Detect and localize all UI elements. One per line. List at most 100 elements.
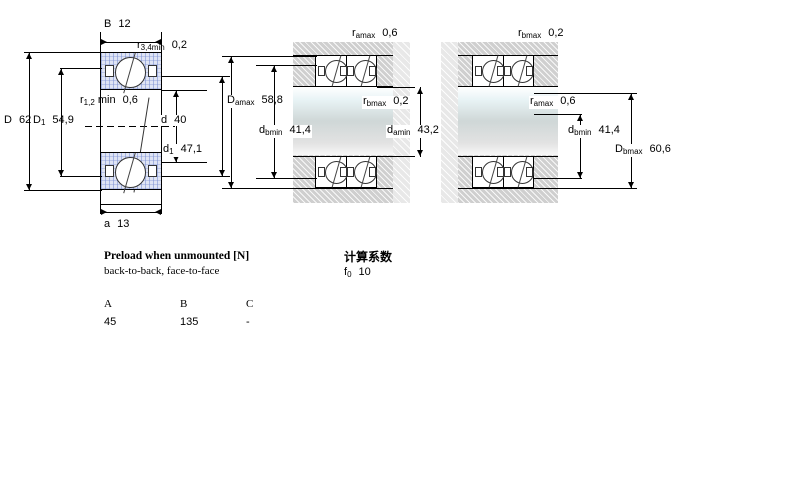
housing-edge-l2-f3 <box>458 188 558 189</box>
cage-d-r1-f2 <box>347 167 354 177</box>
dim-Damax-arrow-bottom-f2 <box>228 182 234 188</box>
dim-dbmin-arrow-top-f3 <box>577 115 583 121</box>
dim-d-arrow-top <box>173 91 179 97</box>
cage-u-r2-f2 <box>369 66 376 76</box>
bearing-ball-lower <box>115 157 146 188</box>
dim-symbol-B: B <box>104 18 112 30</box>
dim-sub-damin-f2: amin <box>393 128 411 137</box>
dim-value-d: 40 <box>174 114 187 126</box>
dim-sub-dbmin-f2: bmin <box>265 128 283 137</box>
dim-value-r34min: 0,2 <box>171 39 187 51</box>
dim-damin-arrow-top-f2 <box>417 88 423 94</box>
dim-value-dbmin-f2: 41,4 <box>289 124 311 136</box>
cage-u-r1-f2 <box>347 66 354 76</box>
dim-a-ext-right <box>161 200 162 214</box>
dim-damin-ext-top-f2 <box>377 87 415 88</box>
cage-d-r2-f2 <box>369 167 376 177</box>
dim-symbol-rbmax-f2: r <box>363 95 367 107</box>
dim-B-ext-left <box>100 32 101 54</box>
dim-symbol-dbmin-f3: d <box>568 124 575 136</box>
dim-a-arrow-right <box>155 209 161 215</box>
dim-symbol-ramax-f2: r <box>352 27 356 39</box>
dim-value-r12min: 0,6 <box>122 94 138 106</box>
housing-edge-l2-f2 <box>293 188 393 189</box>
dim-sub-ramax-f2: amax <box>355 31 376 40</box>
dim-value-D: 62 <box>18 114 32 126</box>
preload-title: Preload when unmounted [N] <box>104 250 250 262</box>
dim-d1-line <box>222 76 223 177</box>
dim-sub-rbmax-top-f3: bmax <box>521 31 542 40</box>
calculation-factor-symbol: f <box>344 266 348 278</box>
calculation-factor-value: 10 <box>358 266 371 278</box>
bearing-outer-ring-upper-edge <box>100 52 162 90</box>
bearing-cage-upper-left <box>105 65 114 77</box>
dim-label-d: d 40 <box>161 114 187 126</box>
dim-Dbmax-arrow-bottom-f3 <box>628 182 634 188</box>
cage-d-l1-f2 <box>318 167 325 177</box>
cage-u-l2-f3 <box>497 66 504 76</box>
preload-header-B: B <box>180 298 188 310</box>
dim-d-line <box>176 90 177 163</box>
dim-D1-ext-bottom <box>60 176 102 177</box>
dim-D1-arrow-top <box>58 69 64 75</box>
dim-damin-ext-bottom-f2 <box>377 156 415 157</box>
cage-d-r1-f3 <box>504 167 511 177</box>
bearing-cage-lower-right <box>148 165 157 177</box>
dim-d-ext-bottom <box>162 162 207 163</box>
preload-value-B: 135 <box>180 316 199 328</box>
preload-subtitle: back-to-back, face-to-face <box>104 265 220 277</box>
dim-value-d1: 47,1 <box>180 143 202 155</box>
cage-u-r1-f3 <box>504 66 511 76</box>
cage-d-r2-f3 <box>526 167 533 177</box>
dim-D-arrow-bottom <box>26 184 32 190</box>
dim-value-a: 13 <box>117 218 130 230</box>
bearing-cage-upper-right <box>148 65 157 77</box>
bearing-axis-centre-line <box>85 126 175 127</box>
dim-value-D1: 54,9 <box>52 114 74 126</box>
dim-value-rbmax-top-f3: 0,2 <box>548 27 564 39</box>
dim-D-arrow-top <box>26 53 32 59</box>
dim-a-line <box>100 212 162 213</box>
dim-Damax-arrow-top-f2 <box>228 57 234 63</box>
cage-u-r2-f3 <box>526 66 533 76</box>
dim-symbol-r12min: r <box>80 94 84 106</box>
dim-d1-ext-top <box>162 76 230 77</box>
dim-Dbmax-line-f3 <box>631 93 632 189</box>
cage-d-l2-f2 <box>340 167 347 177</box>
dim-value-Dbmax-f3: 60,6 <box>649 143 671 155</box>
dim-sub-d1: 1 <box>169 147 174 156</box>
dim-symbol-a: a <box>104 218 111 230</box>
dim-sub-dbmin-f3: bmin <box>574 128 592 137</box>
dim-label-rbmax-f2: rbmax 0,2 <box>362 96 410 109</box>
dim-dbmin-line-f2 <box>274 65 275 179</box>
dim-D-ext-top <box>24 52 102 53</box>
dim-value-rbmax-f2: 0,2 <box>393 95 409 107</box>
dim-B-arrow-left <box>101 39 107 45</box>
dim-sub-r12min: 1,2 <box>83 98 95 107</box>
dim-sub-Dbmax-f3: bmax <box>622 147 643 156</box>
shaft-hatch-band-f2 <box>393 42 410 203</box>
dim-d-ext-top <box>162 90 207 91</box>
bearing-width-outline-lower <box>100 190 162 205</box>
dim-symbol-d: d <box>161 114 168 126</box>
dim-dbmin-ext-bottom-f3 <box>534 178 582 179</box>
dim-Damax-ext-bottom-f2 <box>222 188 317 189</box>
dim-sub-rbmax-f2: bmax <box>366 99 387 108</box>
dim-d1-arrow-bottom <box>219 170 225 176</box>
